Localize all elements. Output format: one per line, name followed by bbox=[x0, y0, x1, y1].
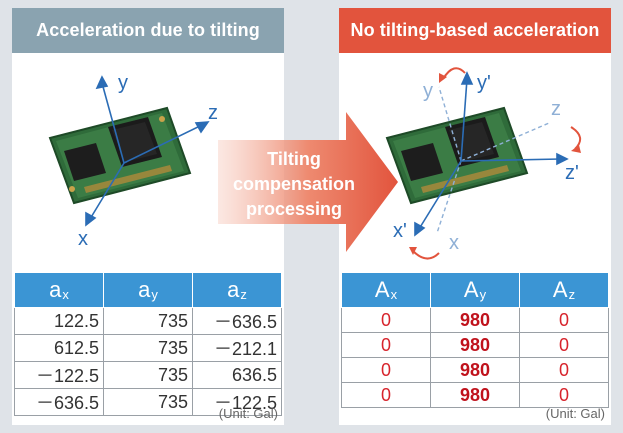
table-row: 0 980 0 bbox=[341, 307, 609, 333]
axis-label-x: x bbox=[449, 232, 459, 254]
table-cell: 0 bbox=[519, 307, 609, 333]
header-az: az bbox=[192, 272, 282, 308]
table-cell: 735 bbox=[103, 388, 193, 416]
table-cell: －122.5 bbox=[192, 388, 282, 416]
axis-label-z-prime: z' bbox=[565, 162, 579, 184]
table-cell: 980 bbox=[430, 357, 520, 383]
table-cell: 0 bbox=[341, 332, 431, 358]
compensated-axes bbox=[414, 71, 569, 237]
table-cell: 0 bbox=[519, 357, 609, 383]
tilted-sensor-scene: y z x bbox=[48, 72, 218, 250]
axis-label-y: y bbox=[423, 80, 433, 102]
table-cell: 0 bbox=[341, 357, 431, 383]
table-cell: 0 bbox=[519, 332, 609, 358]
sensor-axes bbox=[85, 75, 210, 227]
table-cell: －636.5 bbox=[14, 388, 104, 416]
circuit-board-image bbox=[385, 106, 529, 205]
compensation-arrow bbox=[218, 112, 398, 252]
table-row: －122.5 735 636.5 bbox=[14, 361, 282, 389]
table-row: －636.5 735 －122.5 bbox=[14, 388, 282, 416]
table-cell: 980 bbox=[430, 332, 520, 358]
table-cell: 735 bbox=[103, 307, 193, 335]
header-Ax: Ax bbox=[341, 272, 431, 308]
axis-label-y: y bbox=[118, 72, 128, 94]
unit-label: (Unit: Gal) bbox=[545, 406, 605, 421]
table-row: 0 980 0 bbox=[341, 357, 609, 383]
left-acceleration-table: ax ay az 122.5 735 －636.5 612.5 735 －212… bbox=[14, 272, 282, 416]
table-cell: －212.1 bbox=[192, 334, 282, 362]
table-cell: 122.5 bbox=[14, 307, 104, 335]
table-cell: 980 bbox=[430, 307, 520, 333]
table-cell: 735 bbox=[103, 334, 193, 362]
table-row: 0 980 0 bbox=[341, 332, 609, 358]
table-row: 612.5 735 －212.1 bbox=[14, 334, 282, 362]
table-cell: 0 bbox=[519, 382, 609, 408]
table-cell: 735 bbox=[103, 361, 193, 389]
right-acceleration-table: Ax Ay Az 0 980 0 0 980 0 0 980 0 0 bbox=[341, 272, 609, 408]
header-ay: ay bbox=[103, 272, 193, 308]
table-row: 0 980 0 bbox=[341, 382, 609, 408]
table-cell: －122.5 bbox=[14, 361, 104, 389]
compensated-sensor-scene: y y' z z' x' x bbox=[385, 67, 582, 260]
arrow-label-line: Tilting bbox=[267, 149, 321, 169]
table-cell: 612.5 bbox=[14, 334, 104, 362]
header-Az: Az bbox=[519, 272, 609, 308]
axis-label-z: z bbox=[208, 102, 218, 124]
arrow-label-line: compensation bbox=[232, 174, 356, 194]
axis-label-x: x bbox=[78, 228, 88, 250]
arrow-label-line: processing bbox=[245, 199, 343, 219]
header-Ay: Ay bbox=[430, 272, 520, 308]
right-panel-title: No tilting-based acceleration bbox=[339, 8, 611, 53]
circuit-board-image bbox=[48, 106, 192, 205]
right-panel: No tilting-based acceleration y y' z bbox=[339, 8, 611, 425]
table-cell: 0 bbox=[341, 307, 431, 333]
table-cell: －636.5 bbox=[192, 307, 282, 335]
axis-label-z: z bbox=[551, 98, 561, 120]
axis-label-x-prime: x' bbox=[393, 220, 407, 242]
table-cell: 0 bbox=[341, 382, 431, 408]
header-ax: ax bbox=[14, 272, 104, 308]
rotation-arrowheads bbox=[409, 73, 581, 255]
table-cell: 980 bbox=[430, 382, 520, 408]
unit-label: (Unit: Gal) bbox=[218, 406, 278, 421]
table-row: 122.5 735 －636.5 bbox=[14, 307, 282, 335]
left-panel-title: Acceleration due to tilting bbox=[12, 8, 284, 53]
axis-label-y-prime: y' bbox=[477, 72, 491, 94]
table-cell: 636.5 bbox=[192, 361, 282, 389]
arrow-label: Tilting compensation processing bbox=[218, 147, 370, 222]
original-axes bbox=[436, 86, 550, 234]
